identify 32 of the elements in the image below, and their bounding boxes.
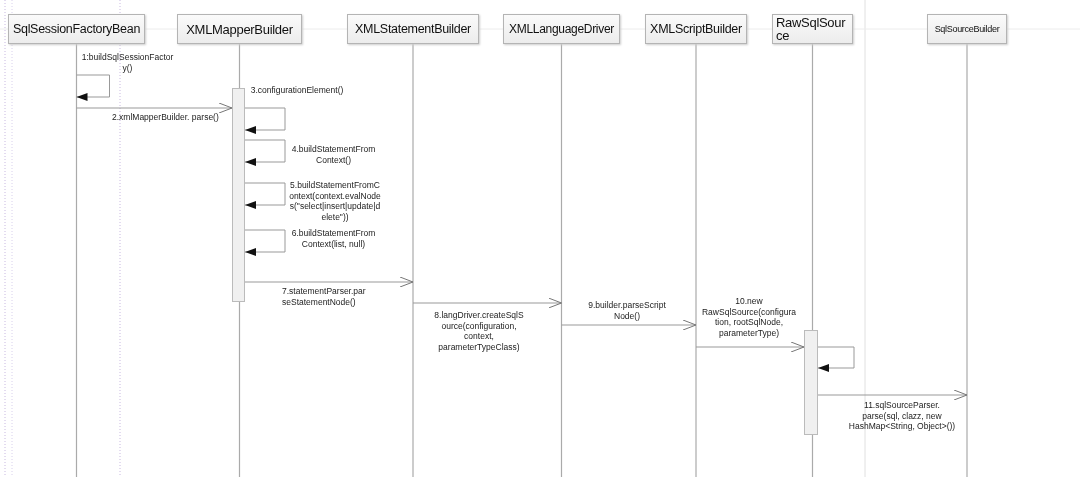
lifeline-head: SqlSourceBuilder [927,14,1007,44]
message-arrow [244,276,414,288]
self-message-arrow [76,74,110,101]
self-message-arrow [244,182,286,209]
message-label: 7.statementParser.parseStatementNode() [282,286,367,307]
message-label: 1:buildSqlSessionFactory() [80,52,175,73]
message-arrow [817,389,968,401]
self-message-arrow [817,346,855,372]
message-arrow [695,341,805,353]
message-label: 6.buildStatementFrom Context(list, null) [290,228,377,249]
lifeline-head: RawSqlSource [772,14,853,44]
message-label: 8.langDriver.createSqlSource(configuration, context, parameterTypeClass) [434,310,524,352]
activation-bar [804,330,818,435]
message-label: 3.configurationElement() [250,85,344,96]
message-label: 10.new RawSqlSource(configuration, rootSqlNode, parameterType) [701,296,797,338]
activation-bar [232,88,245,302]
message-arrow [561,319,697,331]
message-label: 2.xmlMapperBuilder. parse() [112,112,220,123]
lifeline-head: XMLStatementBuilder [347,14,479,44]
lifeline-head: XMLLanguageDriver [503,14,620,44]
lifeline-head: XMLScriptBuilder [645,14,747,44]
lifeline-head: SqlSessionFactoryBean [8,14,145,44]
lifeline-head: XMLMapperBuilder [177,14,302,44]
message-label: 4.buildStatementFrom Context() [290,144,377,165]
message-label: 5.buildStatementFromContext(context.evalNodes("select|insert|update|delete")) [288,180,382,222]
message-arrow [412,297,562,309]
message-label: 11.sqlSourceParser. parse(sql, clazz, new HashMap<String, Object>()) [848,400,956,432]
message-label: 9.builder.parseScript Node() [587,300,667,321]
message-arrow [76,102,233,114]
self-message-arrow [244,107,286,134]
self-message-arrow [244,229,286,256]
self-message-arrow [244,139,286,166]
